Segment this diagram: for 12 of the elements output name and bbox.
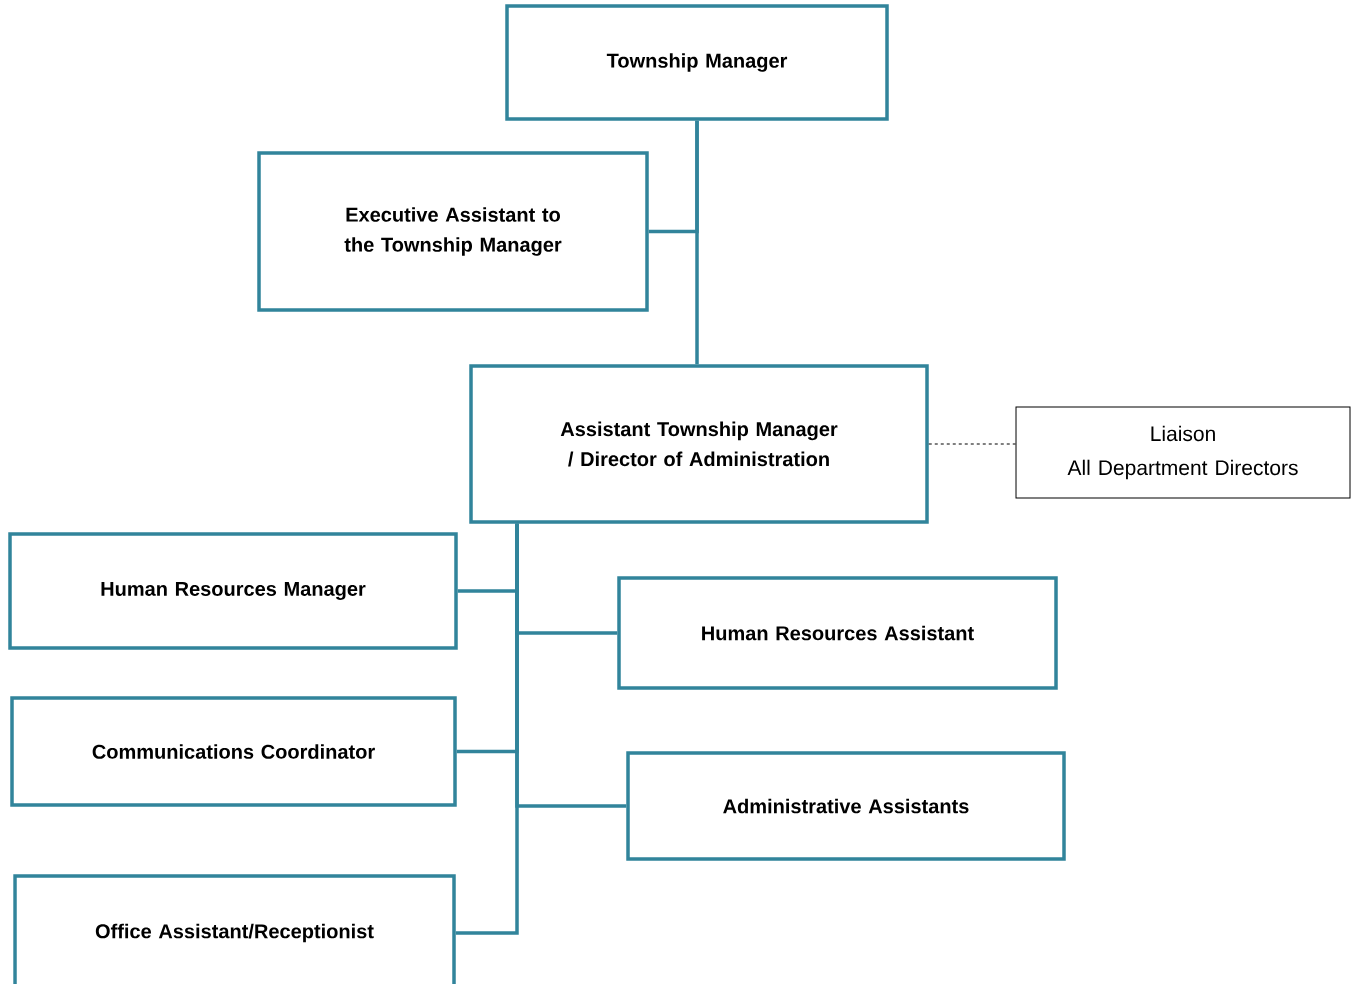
liaison-box: Liaison All Department Directors	[1015, 406, 1351, 499]
connector-line	[455, 523, 519, 935]
org-box: Administrative Assistants	[626, 751, 1066, 861]
connector-line	[695, 120, 699, 365]
org-box: Executive Assistant to the Township Manager	[257, 151, 649, 312]
org-box: Assistant Township Manager / Director of Administration	[469, 364, 929, 524]
org-box: Township Manager	[505, 4, 889, 121]
org-box: Office Assistant/Receptionist	[13, 874, 456, 984]
org-box: Human Resources Assistant	[617, 576, 1058, 690]
org-box: Human Resources Manager	[8, 532, 458, 650]
connector-line	[928, 443, 1016, 445]
org-box: Communications Coordinator	[10, 696, 457, 807]
